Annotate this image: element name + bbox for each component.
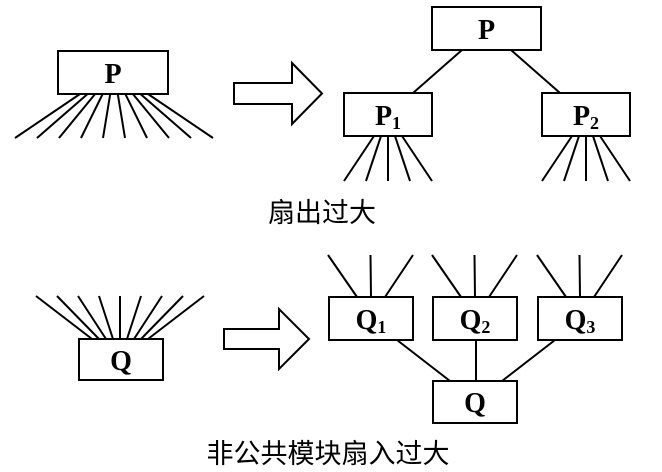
- incoming-edge: [327, 254, 358, 298]
- incoming-edge: [384, 254, 414, 298]
- outgoing-edge: [599, 135, 631, 182]
- incoming-edge: [369, 254, 372, 298]
- module-p-label: P: [104, 59, 121, 90]
- module-q3-box: [537, 296, 623, 341]
- fan-in-after: Q1 Q2 Q3 Q: [327, 254, 623, 424]
- incoming-edge: [35, 295, 93, 340]
- incoming-edge: [133, 295, 163, 340]
- module-q1-box: [328, 296, 414, 341]
- transform-arrow-icon: [223, 306, 311, 372]
- outgoing-edge: [132, 93, 170, 139]
- outgoing-edge: [58, 93, 96, 139]
- p-outgoing-edges: [14, 93, 214, 139]
- p1-outgoing-edges: [343, 135, 433, 182]
- outgoing-edge: [124, 93, 148, 139]
- incoming-edge: [126, 295, 142, 340]
- outgoing-edge: [147, 93, 214, 139]
- outgoing-edge: [365, 135, 382, 182]
- outgoing-edge: [80, 93, 104, 139]
- module-p1-box: [343, 92, 433, 137]
- incoming-edge: [473, 254, 476, 298]
- outgoing-edge: [394, 135, 411, 182]
- outgoing-edge: [116, 93, 126, 139]
- edge-p-p1: [412, 49, 463, 94]
- p2-outgoing-edges: [541, 135, 631, 182]
- incoming-edge: [140, 295, 184, 340]
- module-q1-label: Q1: [356, 305, 387, 337]
- incoming-edge: [593, 254, 623, 298]
- q3-incoming-edges: [536, 254, 623, 298]
- outgoing-edge: [592, 135, 609, 182]
- transform-arrow-icon: [233, 60, 324, 127]
- outgoing-edge: [563, 135, 580, 182]
- module-p-parent-box: [431, 6, 542, 51]
- incoming-edge: [56, 295, 100, 340]
- fan-out-after: P P1 P2: [343, 6, 631, 182]
- module-q2-box: [432, 296, 518, 341]
- fan-in-before: Q: [35, 295, 205, 381]
- module-p1-label: P1: [375, 101, 401, 133]
- outgoing-edge: [139, 93, 192, 139]
- outgoing-edge: [36, 93, 89, 139]
- outgoing-edge: [102, 93, 112, 139]
- outgoing-edge: [541, 135, 573, 182]
- incoming-edge: [536, 254, 567, 298]
- fan-in-caption: 非公共模块扇入过大: [207, 439, 450, 470]
- incoming-edge: [488, 254, 518, 298]
- outgoing-edge: [14, 93, 81, 139]
- q1-incoming-edges: [327, 254, 414, 298]
- module-q3-label: Q3: [565, 305, 596, 337]
- module-q-target-box: [432, 380, 518, 424]
- q-incoming-edges: [35, 295, 205, 340]
- q2-incoming-edges: [431, 254, 518, 298]
- edge-q3-q: [501, 339, 556, 382]
- module-p-parent-label: P: [478, 15, 495, 46]
- module-q-target-label: Q: [464, 388, 486, 419]
- fan-out-before: P: [14, 50, 214, 139]
- incoming-edge: [98, 295, 114, 340]
- module-p2-label: P2: [573, 101, 599, 133]
- module-p-box: [57, 50, 169, 95]
- outgoing-edge: [401, 135, 433, 182]
- edge-p-p2: [510, 49, 561, 94]
- incoming-edge: [431, 254, 462, 298]
- module-q2-label: Q2: [460, 305, 491, 337]
- fan-out-caption: 扇出过大: [268, 198, 376, 229]
- incoming-edge: [77, 295, 107, 340]
- outgoing-edge: [343, 135, 375, 182]
- incoming-edge: [147, 295, 205, 340]
- edge-q1-q: [396, 339, 451, 382]
- module-q-box: [78, 338, 164, 381]
- module-q-label: Q: [110, 346, 132, 377]
- module-p2-box: [541, 92, 631, 137]
- incoming-edge: [578, 254, 581, 298]
